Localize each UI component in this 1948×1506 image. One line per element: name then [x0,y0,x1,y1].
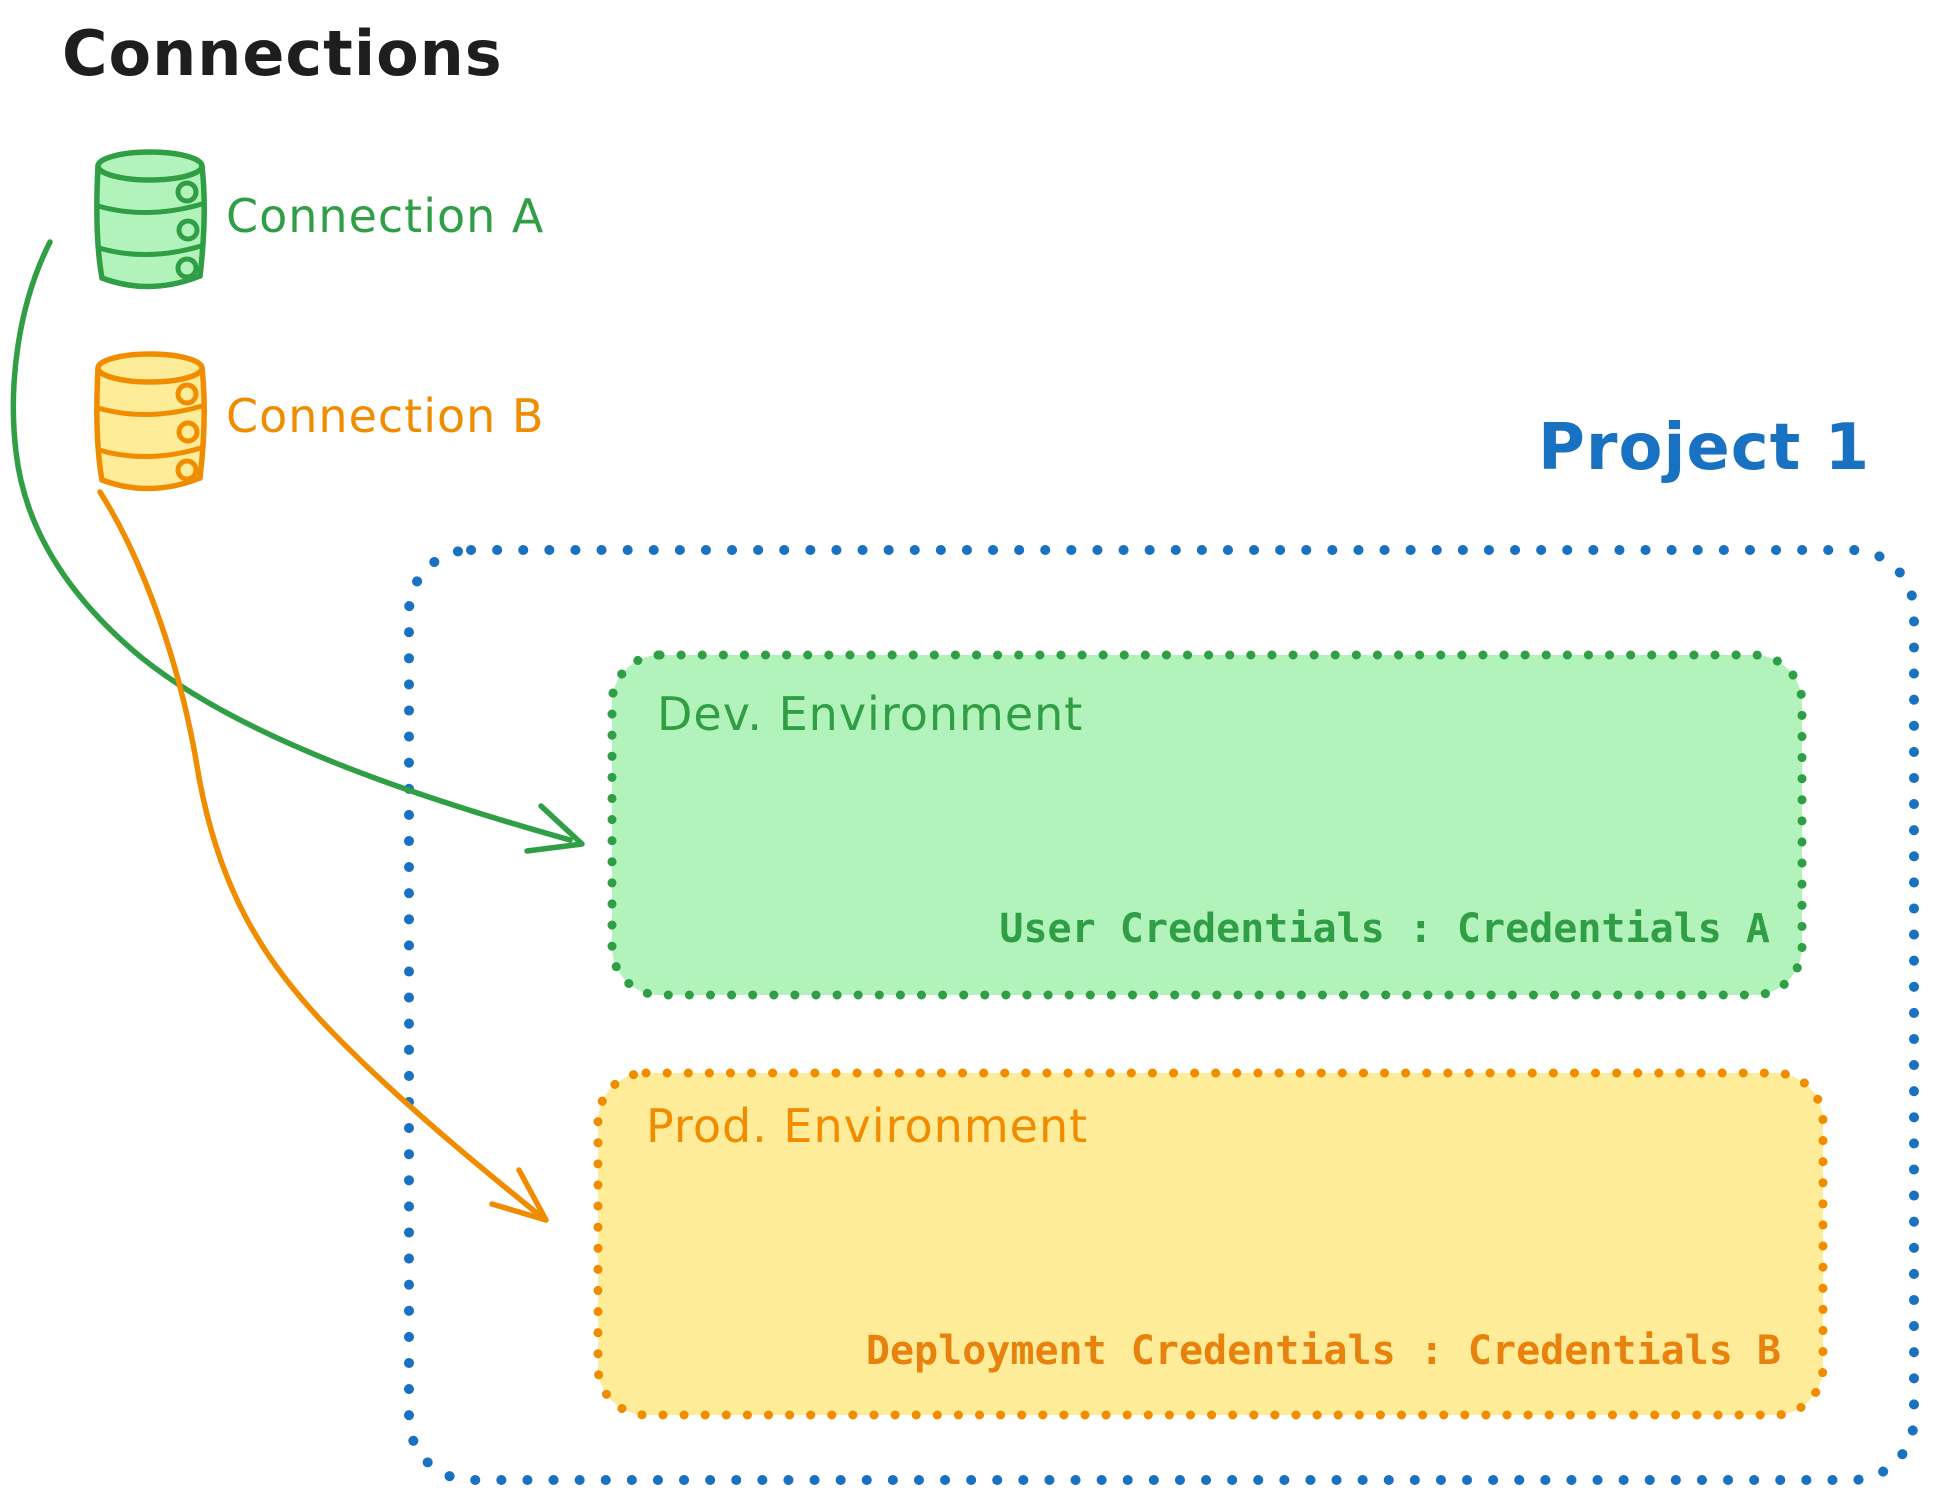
project-title: Project 1 [1538,411,1871,485]
prod-environment-title: Prod. Environment [646,1099,1089,1153]
prod-credentials-text: Deployment Credentials : Credentials B [865,1328,1781,1374]
connection-a-arrow [10,239,585,854]
dev-environment-title: Dev. Environment [657,687,1084,741]
database-icon-connection-b [94,351,207,492]
connection-a-label: Connection A [226,189,545,243]
dev-environment-box [607,650,1807,1000]
database-icon-connection-a [94,149,207,290]
project-box [404,545,1919,1485]
connection-b-arrow [97,489,549,1223]
dev-credentials-text: User Credentials : Credentials A [999,906,1770,952]
prod-environment-box [593,1068,1828,1420]
page-title: Connections [62,17,503,90]
connection-b-label: Connection B [226,389,545,443]
